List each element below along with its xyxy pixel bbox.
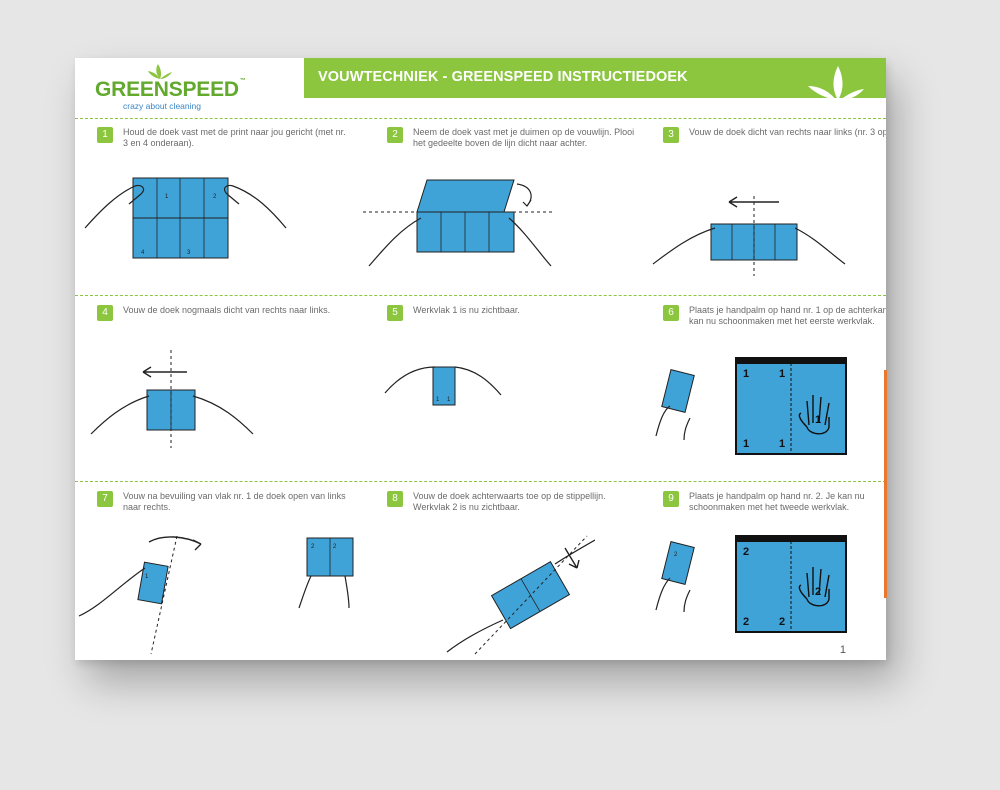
cloth-front-view: 1 1 1 1 1 — [735, 357, 847, 457]
step-7-illustration: 1 2 2 — [77, 528, 367, 658]
hand-icon — [509, 218, 551, 266]
step-1-illustration: 4 3 1 2 — [83, 166, 288, 268]
step-8-illustration — [445, 528, 595, 658]
page-number: 1 — [840, 644, 846, 656]
hand-icon — [455, 367, 501, 395]
step-number-badge: 4 — [97, 305, 113, 321]
hand-icon — [193, 396, 253, 434]
step-number-badge: 7 — [97, 491, 113, 507]
logo-tagline: crazy about cleaning — [123, 101, 201, 111]
hand-icon — [385, 367, 435, 393]
panel-label: 1 — [743, 438, 749, 450]
hand-icon — [79, 568, 145, 616]
step-instruction: Vouw de doek dicht van rechts naar links… — [689, 127, 886, 138]
step-number-badge: 1 — [97, 127, 113, 143]
row-divider — [75, 481, 886, 482]
step-4-illustration — [87, 348, 257, 453]
row-divider — [75, 295, 886, 296]
step-instruction: Vouw de doek achterwaarts toe op de stip… — [413, 491, 639, 512]
fold-arrow-icon — [143, 367, 187, 377]
folding-cloth: 1 — [138, 562, 168, 604]
hand-with-cloth: 2 — [656, 542, 694, 612]
panel-label: 1 — [779, 368, 785, 380]
step-number-badge: 8 — [387, 491, 403, 507]
leaves-icon — [808, 64, 864, 100]
panel-label: 2 — [815, 586, 821, 598]
hand-icon — [653, 228, 715, 264]
step-3-illustration — [649, 186, 849, 278]
step-instruction: Vouw na bevuiling van vlak nr. 1 de doek… — [123, 491, 349, 512]
panel-label: 2 — [743, 616, 749, 628]
step-instruction: Plaats je handpalm op hand nr. 1 op de a… — [689, 305, 886, 326]
step-number-badge: 3 — [663, 127, 679, 143]
step-number-badge: 5 — [387, 305, 403, 321]
hand-icon — [795, 228, 845, 264]
panel-label: 2 — [779, 616, 785, 628]
panel-label: 2 — [743, 546, 749, 558]
step-instruction: Plaats je handpalm op hand nr. 2. Je kan… — [689, 491, 886, 512]
folding-cloth: 1 1 — [433, 367, 455, 405]
step-instruction: Houd de doek vast met de print naar jou … — [123, 127, 349, 148]
row-divider — [75, 118, 886, 119]
step-2-illustration — [359, 170, 559, 270]
panel-label: 1 — [743, 368, 749, 380]
title-banner: VOUWTECHNIEK - GREENSPEED INSTRUCTIEDOEK — [304, 58, 886, 98]
step-number-badge: 2 — [387, 127, 403, 143]
step-instruction: Neem de doek vast met je duimen op de vo… — [413, 127, 639, 148]
hand-icon — [91, 396, 149, 434]
hand-icon — [299, 576, 349, 608]
panel-label: 1 — [779, 438, 785, 450]
step-9-illustration: 2 — [650, 538, 730, 638]
step-instruction: Vouw de doek nogmaals dicht van rechts n… — [123, 305, 349, 316]
hand-icon — [225, 185, 286, 228]
step-instruction: Werkvlak 1 is nu zichtbaar. — [413, 305, 639, 316]
folding-cloth — [711, 224, 797, 260]
hand-icon — [369, 218, 421, 266]
panel-label: 1 — [815, 414, 821, 426]
step-5-illustration: 1 1 — [383, 353, 503, 423]
page-title: VOUWTECHNIEK - GREENSPEED INSTRUCTIEDOEK — [318, 69, 688, 85]
instruction-sheet: GREENSPEED™ crazy about cleaning VOUWTEC… — [75, 58, 886, 660]
step-number-badge: 9 — [663, 491, 679, 507]
greenspeed-logo: GREENSPEED™ crazy about cleaning — [95, 64, 235, 114]
fold-arrow-icon — [517, 184, 531, 206]
folding-cloth — [417, 180, 514, 252]
step-number-badge: 6 — [663, 305, 679, 321]
hand-with-cloth — [656, 370, 694, 440]
unfolded-cloth: 2 2 — [307, 538, 353, 576]
page-edge-marker — [884, 370, 887, 598]
folding-cloth: 4 3 1 2 — [133, 178, 228, 258]
logo-wordmark: GREENSPEED™ — [95, 78, 246, 102]
cloth-front-view: 2 2 2 2 — [735, 535, 847, 635]
